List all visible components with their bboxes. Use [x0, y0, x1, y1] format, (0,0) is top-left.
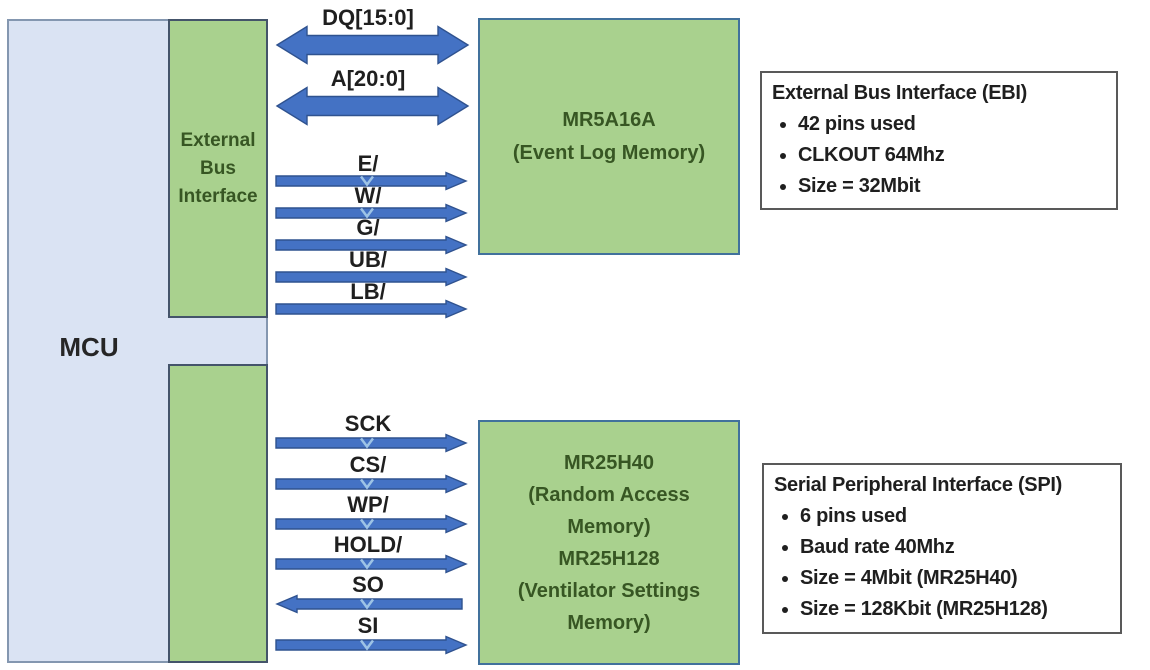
- mcu-label: MCU: [59, 332, 119, 362]
- event-log-memory-block: MR5A16A (Event Log Memory): [478, 18, 740, 255]
- arrow-hold-right-icon: [275, 554, 468, 574]
- spi-note-bullet: Size = 4Mbit (MR25H40): [800, 563, 1110, 594]
- arrow-so-left-icon: [275, 594, 463, 614]
- settings-memory-line: Memory): [567, 515, 651, 538]
- chevron-down-icon: [360, 598, 374, 610]
- signal-label-lb: LB/: [350, 279, 386, 304]
- ebi-note-bullet: Size = 32Mbit: [798, 171, 1106, 202]
- arrow-sck-right-icon: [275, 433, 468, 453]
- chevron-down-icon: [360, 639, 374, 651]
- settings-memory-line: Memory): [567, 611, 651, 634]
- settings-memory-line: (Random Access: [528, 483, 690, 506]
- chevron-down-icon: [360, 437, 374, 449]
- signal-label-w: W/: [354, 183, 382, 208]
- event-log-memory-subtitle: (Event Log Memory): [512, 141, 706, 164]
- spi-note-bullet: 6 pins used: [800, 501, 1110, 532]
- settings-memory-line: MR25H128: [558, 547, 660, 570]
- settings-memory-block: MR25H40 (Random Access Memory) MR25H128 …: [478, 420, 740, 665]
- ebi-note-list: 42 pins used CLKOUT 64Mhz Size = 32Mbit: [772, 109, 1106, 202]
- spi-note-bullet: Size = 128Kbit (MR25H128): [800, 594, 1110, 625]
- chevron-down-icon: [360, 518, 374, 530]
- arrow-si-right-icon: [275, 635, 468, 655]
- signal-label-g: G/: [356, 215, 380, 240]
- ebi-note-bullet: 42 pins used: [798, 109, 1106, 140]
- spi-note-bullet: Baud rate 40Mhz: [800, 532, 1110, 563]
- arrow-dq-bidirectional-icon: [275, 25, 470, 65]
- spi-note-list: 6 pins used Baud rate 40Mhz Size = 4Mbit…: [774, 501, 1110, 625]
- signal-label-hold: HOLD/: [333, 532, 403, 557]
- ebi-interface-block: External Bus Interface: [168, 19, 268, 318]
- signal-label-ub: UB/: [349, 247, 387, 272]
- ebi-note-title: External Bus Interface (EBI): [772, 82, 1028, 104]
- arrow-a-bidirectional-icon: [275, 86, 470, 126]
- signal-label-e: E/: [357, 151, 379, 176]
- arrow-wp-right-icon: [275, 514, 468, 534]
- chevron-down-icon: [360, 478, 374, 490]
- signal-label-wp: WP/: [347, 492, 389, 517]
- arrow-cs-right-icon: [275, 474, 468, 494]
- settings-memory-line: MR25H40: [563, 451, 655, 474]
- settings-memory-line: (Ventilator Settings: [517, 579, 701, 602]
- chevron-down-icon: [360, 558, 374, 570]
- ebi-interface-label: External Bus Interface: [178, 129, 258, 207]
- signal-label-so: SO: [352, 572, 384, 597]
- ebi-note-box: External Bus Interface (EBI) 42 pins use…: [760, 71, 1118, 210]
- signal-label-a: A[20:0]: [330, 66, 406, 91]
- spi-note-title: Serial Peripheral Interface (SPI): [774, 474, 1063, 496]
- signal-label-sck: SCK: [344, 411, 392, 436]
- ebi-note-bullet: CLKOUT 64Mhz: [798, 140, 1106, 171]
- event-log-memory-name: MR5A16A: [562, 108, 656, 131]
- spi-interface-block: [168, 364, 268, 663]
- signal-label-cs: CS/: [349, 452, 387, 477]
- signal-label-dq: DQ[15:0]: [322, 5, 414, 30]
- spi-note-box: Serial Peripheral Interface (SPI) 6 pins…: [762, 463, 1122, 634]
- signal-label-si: SI: [357, 613, 379, 638]
